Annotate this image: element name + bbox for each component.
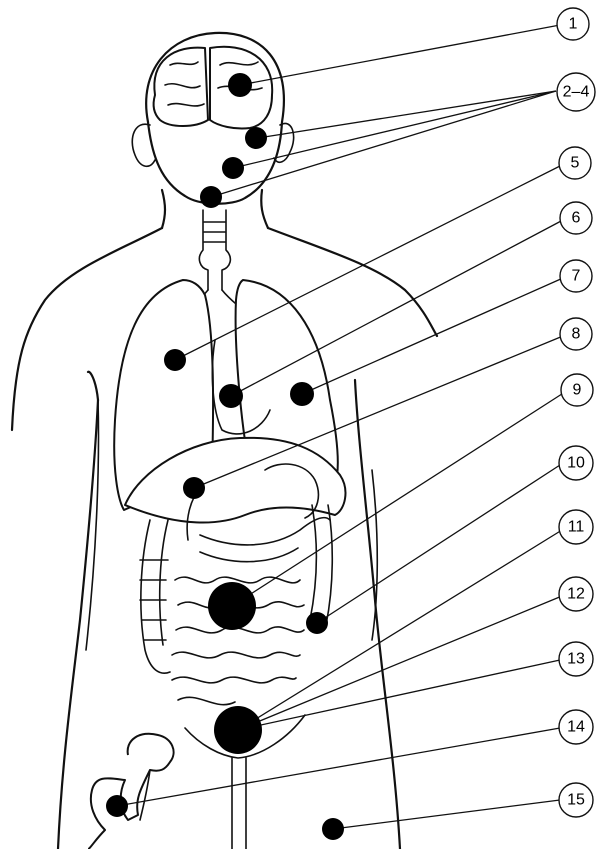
- callout-2-4: 2–4: [557, 73, 595, 111]
- callout-label-9: 9: [573, 382, 582, 399]
- callout-label-10: 10: [567, 455, 585, 472]
- site-marker-11-13: [214, 706, 262, 754]
- callout-8: 8: [560, 318, 592, 350]
- site-marker-2: [245, 127, 267, 149]
- leader-14: [117, 728, 560, 806]
- callout-7: 7: [560, 260, 592, 292]
- callout-6: 6: [560, 202, 592, 234]
- callout-11: 11: [559, 510, 593, 544]
- site-marker-3: [222, 157, 244, 179]
- site-marker-9: [208, 582, 256, 630]
- site-marker-15: [322, 818, 344, 840]
- leader-10: [317, 465, 560, 623]
- callout-14: 14: [559, 710, 593, 744]
- site-marker-14: [106, 795, 128, 817]
- leader-13: [238, 660, 560, 730]
- leader-11: [238, 530, 562, 730]
- callout-label-5: 5: [571, 155, 580, 172]
- callout-label-1: 1: [569, 16, 578, 33]
- site-marker-8: [183, 477, 205, 499]
- callout-label-2-4: 2–4: [563, 84, 590, 101]
- site-marker-1: [228, 73, 252, 97]
- site-marker-7: [290, 382, 314, 406]
- callout-label-11: 11: [568, 519, 585, 536]
- leader-7: [302, 278, 563, 394]
- site-marker-5: [164, 349, 186, 371]
- callout-label-6: 6: [572, 210, 581, 227]
- leader-12: [238, 596, 562, 730]
- callout-10: 10: [559, 446, 593, 480]
- callouts: 1 2–4 5 6 7 8 9 10: [557, 8, 595, 817]
- callout-label-12: 12: [567, 586, 585, 603]
- leader-1: [240, 25, 560, 85]
- callout-label-13: 13: [567, 651, 585, 668]
- callout-1: 1: [557, 8, 589, 40]
- callout-13: 13: [559, 642, 593, 676]
- callout-label-8: 8: [572, 326, 581, 343]
- leader-5: [175, 165, 562, 360]
- callout-15: 15: [559, 783, 593, 817]
- callout-label-7: 7: [572, 268, 581, 285]
- callout-label-14: 14: [567, 719, 585, 736]
- callout-5: 5: [559, 147, 591, 179]
- brain: [154, 47, 273, 129]
- callout-label-15: 15: [567, 792, 585, 809]
- leader-2: [258, 91, 556, 138]
- femur: [88, 734, 174, 849]
- leader-15: [333, 800, 560, 829]
- site-marker-4: [200, 186, 222, 208]
- callout-9: 9: [561, 374, 593, 406]
- callout-12: 12: [559, 577, 593, 611]
- site-marker-10: [306, 612, 328, 634]
- site-marker-6: [219, 384, 243, 408]
